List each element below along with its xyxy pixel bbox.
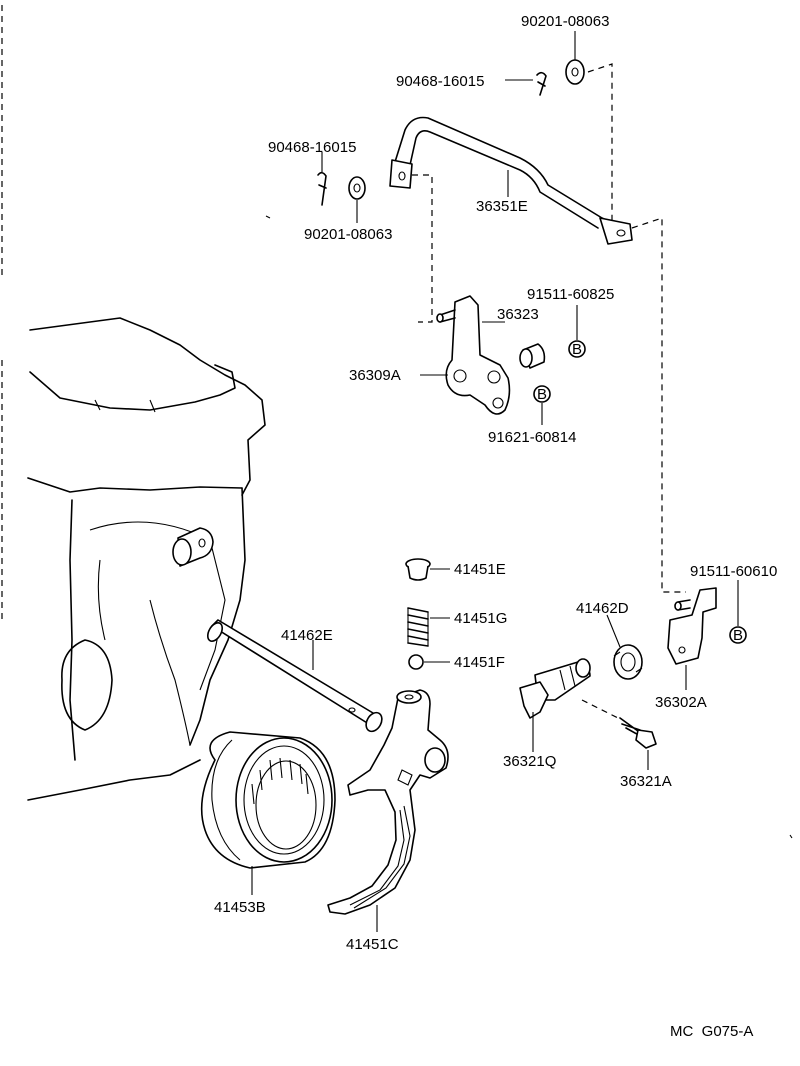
label-41451F: 41451F	[454, 654, 505, 671]
label-36323: 36323	[497, 306, 539, 323]
label-36321Q: 36321Q	[503, 753, 556, 770]
label-90201-08063-left: 90201-08063	[304, 226, 392, 243]
label-41451G: 41451G	[454, 610, 507, 627]
shift-rod-36351E	[389, 116, 633, 245]
label-91511-60825: 91511-60825	[527, 286, 614, 303]
bracket-36302A	[667, 587, 717, 665]
svg-text:B: B	[572, 341, 582, 358]
label-36351E: 36351E	[476, 198, 528, 215]
leader-lines	[251, 31, 687, 932]
bearing-41453B	[200, 731, 336, 869]
label-90201-08063-top: 90201-08063	[521, 13, 609, 30]
label-90468-16015-left: 90468-16015	[268, 139, 356, 156]
dash-shaft-bolt	[581, 699, 619, 719]
bolt-marker-91511-60825: B	[568, 305, 586, 358]
label-41453B: 41453B	[214, 899, 266, 916]
svg-text:B: B	[537, 386, 547, 403]
shaft-41462E	[206, 619, 383, 733]
dash-top-washer	[587, 63, 613, 225]
stray-marks	[265, 215, 793, 839]
svg-text:B: B	[733, 627, 743, 644]
label-41451E: 41451E	[454, 561, 506, 578]
dash-rod-lever	[412, 174, 433, 323]
label-41462E: 41462E	[281, 627, 333, 644]
clip-90468-left	[317, 171, 327, 206]
washer-90201-top	[565, 59, 585, 85]
part-labels: 90201-08063 90468-16015 90468-16015 3635…	[214, 13, 777, 1040]
ball-41451F	[408, 654, 424, 670]
clip-90468-top	[536, 71, 547, 96]
bushing-36323	[519, 343, 546, 369]
bolt-marker-91621-60814: B	[533, 385, 551, 425]
shaft-36321Q	[519, 658, 591, 719]
label-91621-60814: 91621-60814	[488, 429, 576, 446]
plug-41451E	[405, 558, 431, 581]
label-41462D: 41462D	[576, 600, 629, 617]
label-36309A: 36309A	[349, 367, 401, 384]
bolt-marker-91511-60610: B	[729, 580, 747, 644]
label-41451C: 41451C	[346, 936, 399, 953]
dash-rod-bracket	[631, 217, 686, 593]
lever-36309A	[436, 295, 511, 415]
bolt-36321A	[619, 717, 657, 749]
label-36302A: 36302A	[655, 694, 707, 711]
seal-41462D	[613, 644, 643, 680]
fork-41451C	[327, 689, 449, 915]
label-90468-16015-top: 90468-16015	[396, 73, 484, 90]
figure-code: MC G075-A	[670, 1023, 753, 1040]
spring-41451G	[407, 607, 429, 647]
transmission-case	[27, 317, 266, 801]
label-91511-60610: 91511-60610	[690, 563, 777, 580]
label-36321A: 36321A	[620, 773, 672, 790]
washer-90201-left	[348, 176, 366, 200]
